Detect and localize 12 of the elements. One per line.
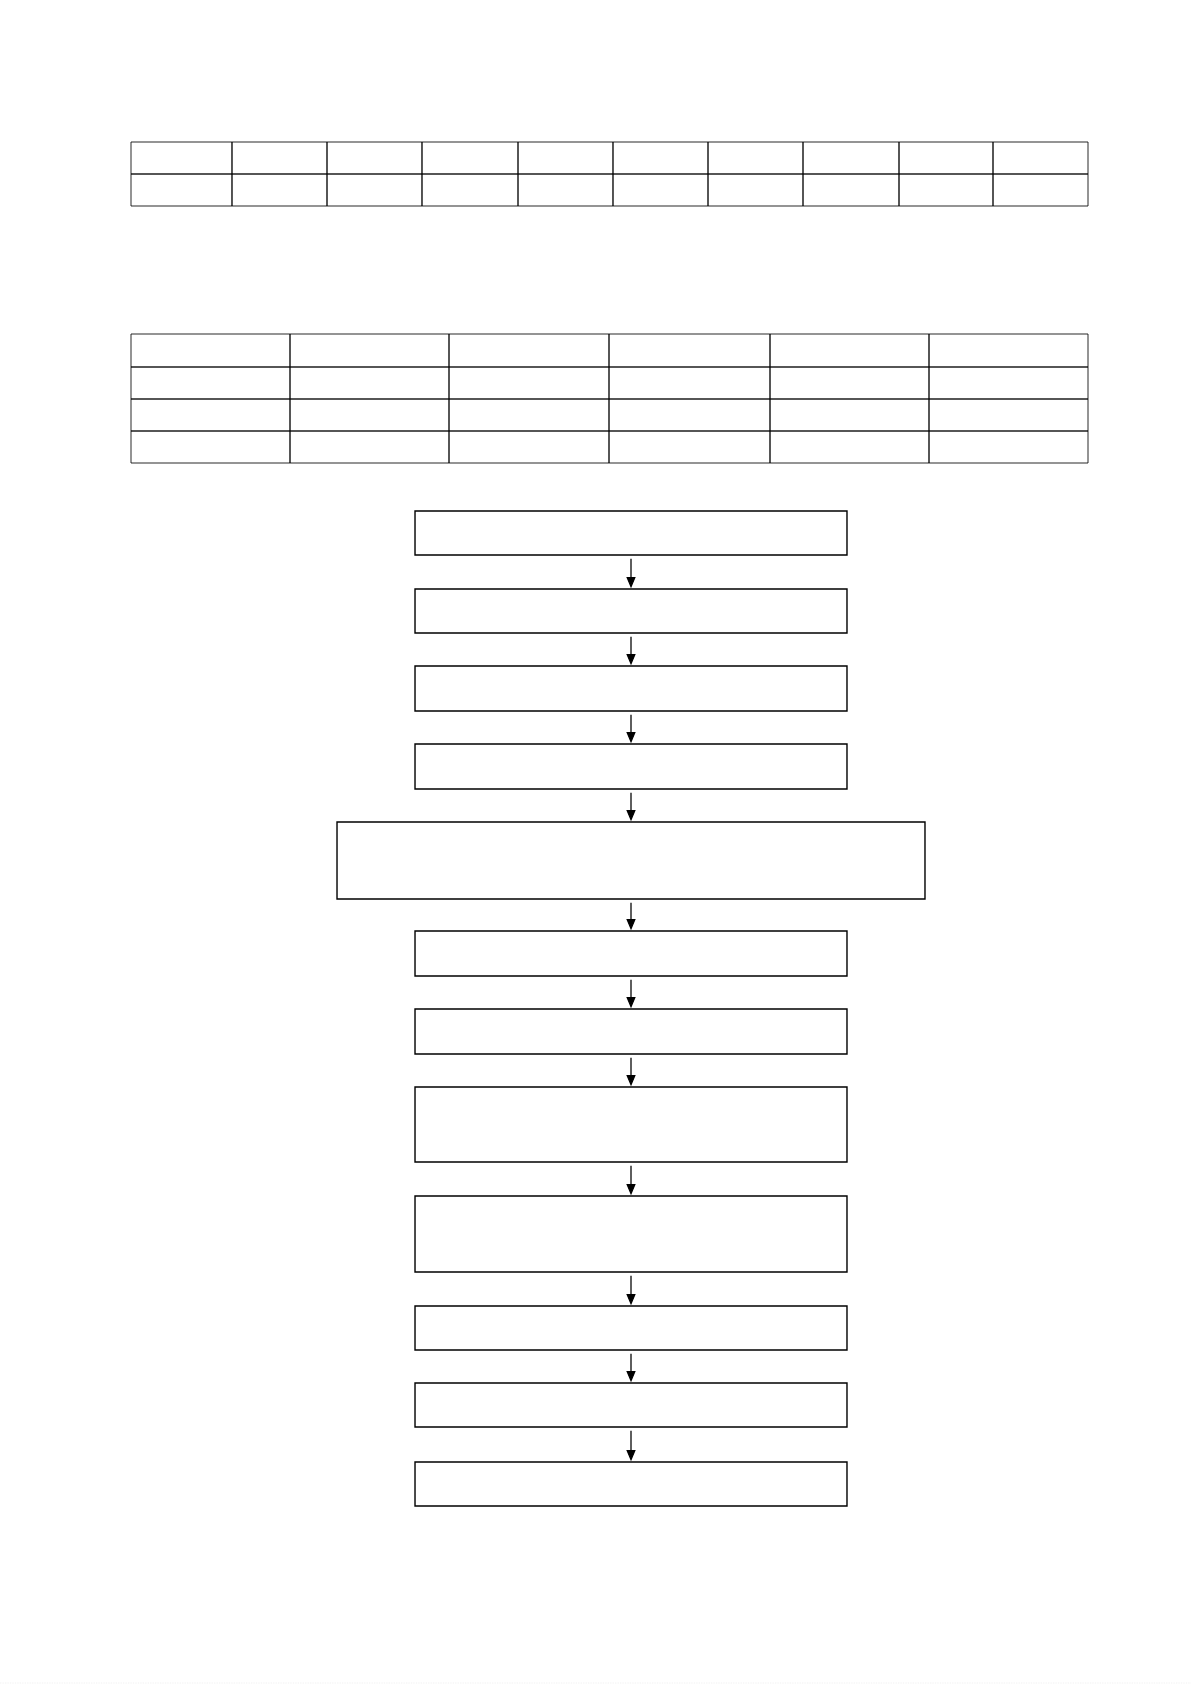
process-box — [336, 821, 926, 900]
process-box — [414, 1195, 848, 1273]
process-box — [414, 1086, 848, 1163]
process-box — [414, 510, 848, 556]
process-box — [414, 588, 848, 634]
process-box — [414, 665, 848, 712]
process-box — [414, 1305, 848, 1351]
process-box — [414, 1008, 848, 1055]
process-box — [414, 743, 848, 790]
process-box — [414, 930, 848, 977]
process-box — [414, 1461, 848, 1507]
process-box — [414, 1382, 848, 1428]
